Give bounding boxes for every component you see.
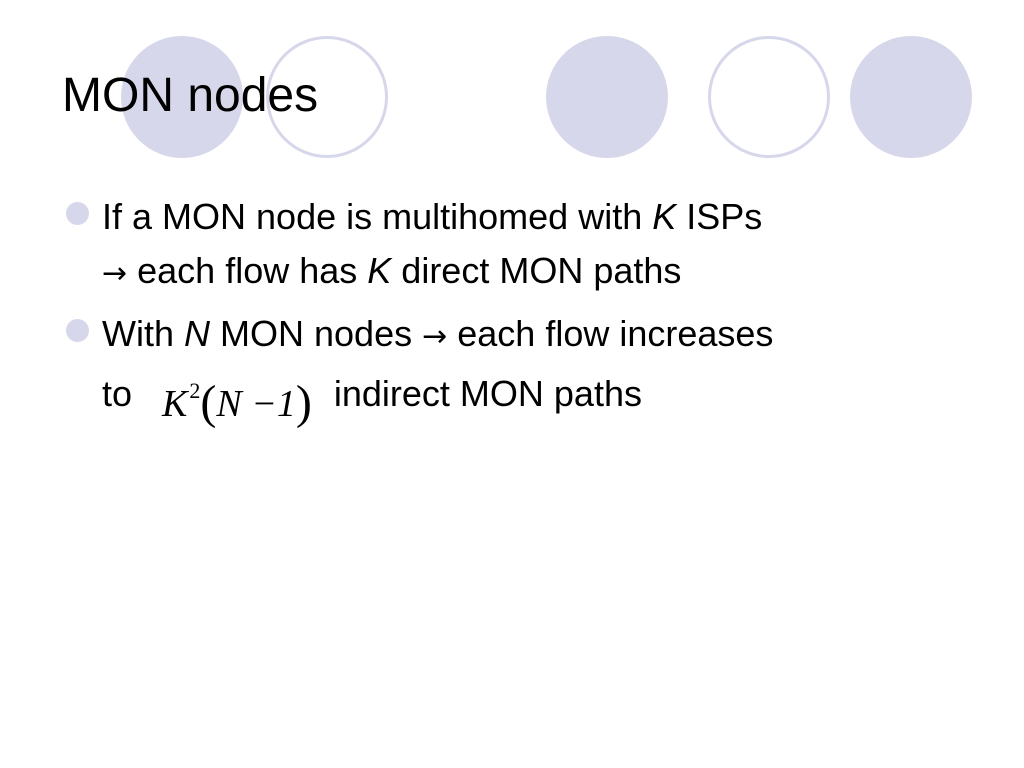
decor-circle-2	[266, 36, 388, 158]
text: If a MON node is multihomed with	[102, 196, 653, 237]
bullet-line: to K2(N −1) indirect MON paths	[102, 364, 984, 431]
bullet-dot-icon	[66, 202, 89, 225]
text: MON nodes	[210, 313, 423, 354]
formula: K2(N −1)	[162, 364, 312, 431]
bullet-line: With N MON nodes → each flow increases	[102, 307, 984, 364]
decor-circle-1	[121, 36, 243, 158]
variable-k: K	[367, 250, 392, 291]
bullet-line: If a MON node is multihomed with K ISPs	[102, 190, 984, 244]
variable-k: K	[652, 196, 677, 237]
bullet-item: If a MON node is multihomed with K ISPs …	[64, 190, 984, 301]
arrow-right-icon: →	[102, 256, 128, 291]
text: direct MON paths	[391, 250, 682, 291]
decor-circle-3	[546, 36, 668, 158]
decor-circle-4	[708, 36, 830, 158]
text: each flow increases	[447, 313, 774, 354]
bullet-dot-icon	[66, 319, 89, 342]
bullet-item: With N MON nodes → each flow increases t…	[64, 307, 984, 431]
formula-paren: )	[295, 376, 312, 429]
arrow-right-icon: →	[422, 319, 448, 354]
formula-base: K	[162, 383, 188, 425]
formula-paren: (	[200, 376, 217, 429]
slide-title: MON nodes	[62, 69, 319, 122]
formula-inner: N −1	[216, 383, 296, 425]
text: With	[102, 313, 185, 354]
text: to	[102, 373, 133, 414]
formula-exponent: 2	[189, 378, 201, 403]
bullet-list: If a MON node is multihomed with K ISPs …	[64, 190, 984, 437]
text: ISPs	[676, 196, 763, 237]
text: each flow has	[127, 250, 368, 291]
text: indirect MON paths	[333, 373, 642, 414]
decor-circle-5	[850, 36, 972, 158]
bullet-line: → each flow has K direct MON paths	[102, 244, 984, 301]
variable-n: N	[184, 313, 211, 354]
